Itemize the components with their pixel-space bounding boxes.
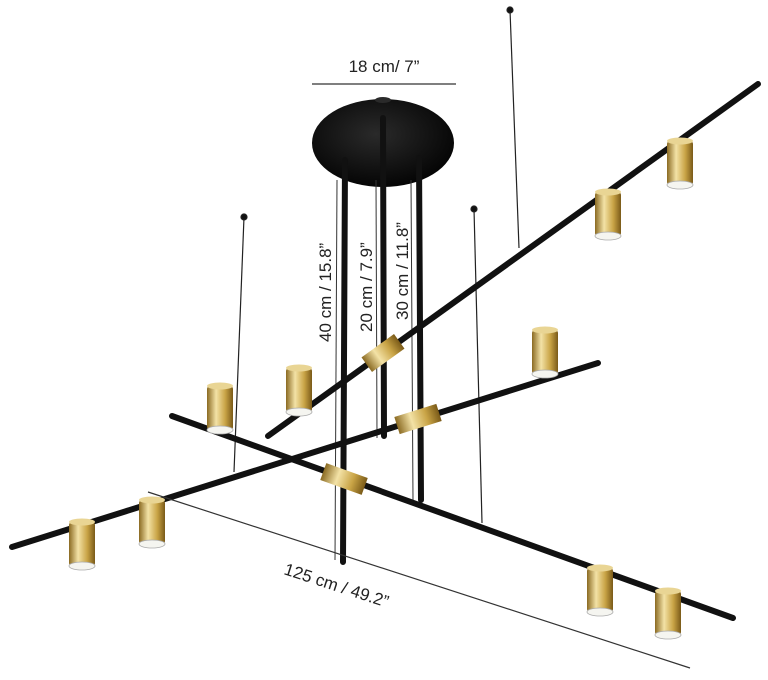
spotlight bbox=[654, 587, 682, 640]
spotlight bbox=[68, 518, 96, 571]
rod-dimension-guides bbox=[334, 179, 414, 561]
spotlight bbox=[285, 364, 313, 417]
canopy-dimension: 18 cm/ 7” bbox=[312, 57, 456, 85]
arm-lower bbox=[169, 413, 736, 621]
spotlight bbox=[586, 564, 614, 617]
drop-rods bbox=[340, 115, 424, 565]
suspension-wires bbox=[233, 6, 520, 524]
rod-short-label: 20 cm / 7.9” bbox=[357, 242, 376, 332]
spotlight bbox=[531, 326, 559, 379]
span-label: 125 cm / 49.2” bbox=[282, 560, 392, 612]
arm-middle bbox=[9, 360, 601, 550]
spotlight bbox=[666, 137, 694, 190]
rod-mid-label: 30 cm / 11.8” bbox=[393, 222, 412, 320]
spotlight bbox=[594, 188, 622, 241]
spotlight bbox=[138, 496, 166, 549]
rod-long-label: 40 cm / 15.8” bbox=[316, 242, 335, 342]
canopy-diameter-label: 18 cm/ 7” bbox=[349, 57, 420, 76]
spotlight bbox=[206, 382, 234, 435]
